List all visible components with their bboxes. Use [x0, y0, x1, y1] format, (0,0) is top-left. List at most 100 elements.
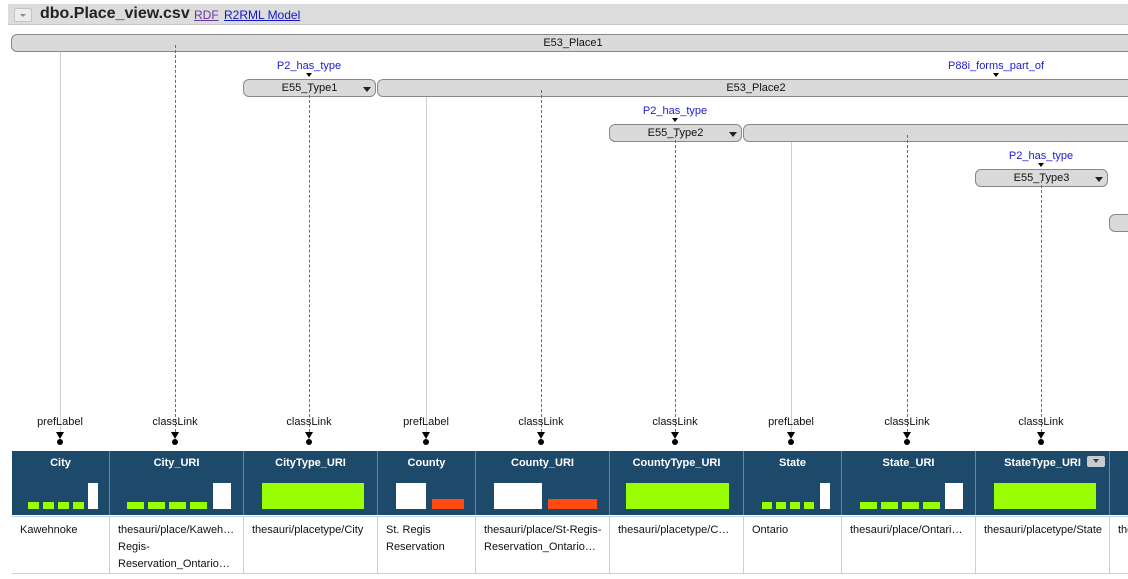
cell-city-uri[interactable]: thesauri/place/Kaweh… Regis- Reservation… [110, 517, 244, 573]
cell-county-uri[interactable]: thesauri/place/St-Regis- Reservation_Ont… [476, 517, 610, 573]
link-dot [172, 439, 178, 445]
node-label: E55_Type3 [1013, 172, 1070, 184]
column-header-state-uri[interactable]: State_URI [842, 451, 976, 515]
property-label-type1[interactable]: P2_has_type [276, 60, 342, 72]
link-arrow [537, 432, 545, 439]
column-menu-icon[interactable] [1087, 456, 1105, 467]
cell-countytype-uri[interactable]: thesauri/placetype/C… [610, 517, 744, 573]
cell-text: the [1118, 524, 1128, 536]
link-dot [1038, 439, 1044, 445]
cell-text: Reservation_Ontario… [484, 541, 596, 553]
node-e53-place1[interactable]: E53_Place1 [11, 34, 1128, 52]
class-link-line [675, 135, 676, 432]
node-e55-type2[interactable]: E55_Type2 [609, 124, 742, 142]
histogram [396, 483, 464, 509]
cell-text: St. Regis [386, 524, 431, 536]
collapse-icon[interactable] [14, 8, 32, 22]
histogram-bar [432, 499, 464, 509]
histogram-bar [994, 483, 1096, 509]
histogram-bar [820, 483, 830, 509]
column-header-county[interactable]: County [378, 451, 476, 515]
column-header-county-uri[interactable]: County_URI [476, 451, 610, 515]
cell-next[interactable]: the [1110, 517, 1128, 573]
cell-text: thesauri/placetype/City [252, 524, 364, 536]
link-arrow [305, 432, 313, 439]
class-link-line [541, 90, 542, 432]
column-header-statetype-uri[interactable]: StateType_URI [976, 451, 1110, 515]
column-name: County [407, 457, 446, 469]
node-e53-place2[interactable]: E53_Place2 [377, 79, 1128, 97]
cell-text: thesauri/place/Kaweh… [118, 524, 235, 536]
worksheet-titlebar: dbo.Place_view.csv RDF R2RML Model [8, 4, 1128, 25]
link-label-statetype-uri[interactable]: classLink [1018, 416, 1064, 428]
link-dot [672, 439, 678, 445]
histogram-bar [860, 502, 877, 509]
node-label: E55_Type2 [647, 127, 704, 139]
link-label-state-uri[interactable]: classLink [884, 416, 930, 428]
column-header-next[interactable] [1110, 451, 1128, 515]
histogram-bar [790, 502, 800, 509]
link-label-county-uri[interactable]: classLink [518, 416, 564, 428]
histogram [262, 483, 364, 509]
histogram-bar [43, 502, 54, 509]
column-header-countytype-uri[interactable]: CountyType_URI [610, 451, 744, 515]
node-label: E53_Place2 [726, 82, 786, 94]
class-link-line [907, 135, 908, 432]
histogram [127, 483, 231, 509]
link-dot [423, 439, 429, 445]
rdf-link[interactable]: RDF [194, 8, 219, 22]
link-dot [904, 439, 910, 445]
property-label-type2[interactable]: P2_has_type [642, 105, 708, 117]
histogram [860, 483, 963, 509]
histogram-bar [762, 502, 772, 509]
r2rml-model-link[interactable]: R2RML Model [224, 8, 301, 22]
node-e53-place3[interactable] [743, 124, 1128, 142]
chevron-down-icon[interactable] [729, 132, 737, 137]
link-dot [538, 439, 544, 445]
cell-text: thesauri/place/Ontari… [850, 524, 963, 536]
link-label-city-uri[interactable]: classLink [152, 416, 198, 428]
link-label-city[interactable]: prefLabel [37, 416, 83, 428]
node-label: E55_Type1 [281, 82, 338, 94]
node-e53-place4[interactable] [1109, 214, 1128, 232]
histogram-bar [396, 483, 426, 509]
histogram-bar [190, 502, 207, 509]
cell-text: Kawehnoke [20, 524, 78, 536]
link-label-countytype-uri[interactable]: classLink [652, 416, 698, 428]
link-arrow [56, 432, 64, 439]
link-label-county[interactable]: prefLabel [403, 416, 449, 428]
cell-citytype-uri[interactable]: thesauri/placetype/City [244, 517, 378, 573]
cell-city[interactable]: Kawehnoke [12, 517, 110, 573]
cell-state-uri[interactable]: thesauri/place/Ontari… [842, 517, 976, 573]
chevron-down-icon[interactable] [1095, 177, 1103, 182]
histogram [494, 483, 597, 509]
histogram [762, 483, 830, 509]
link-label-citytype-uri[interactable]: classLink [286, 416, 332, 428]
property-label-type3[interactable]: P2_has_type [1008, 150, 1074, 162]
column-name: State_URI [882, 457, 935, 469]
histogram-bar [28, 502, 39, 509]
histogram-bar [923, 502, 940, 509]
link-label-state[interactable]: prefLabel [768, 416, 814, 428]
column-header-citytype-uri[interactable]: CityType_URI [244, 451, 378, 515]
column-header-city-uri[interactable]: City_URI [110, 451, 244, 515]
property-arrow [1038, 163, 1044, 167]
worksheet-title: dbo.Place_view.csv [40, 5, 190, 22]
column-name: CityType_URI [275, 457, 346, 469]
cell-county[interactable]: St. Regis Reservation [378, 517, 476, 573]
column-header-city[interactable]: City [12, 451, 110, 515]
histogram-bar [548, 499, 597, 509]
cell-text: Reservation [386, 541, 445, 553]
link-dot [57, 439, 63, 445]
histogram-bar [804, 502, 814, 509]
column-header-state[interactable]: State [744, 451, 842, 515]
column-name: CountyType_URI [632, 457, 721, 469]
property-label-place2[interactable]: P88i_forms_part_of [948, 60, 1044, 72]
histogram-bar [494, 483, 542, 509]
link-arrow [171, 432, 179, 439]
cell-statetype-uri[interactable]: thesauri/placetype/State [976, 517, 1110, 573]
chevron-down-icon[interactable] [363, 87, 371, 92]
pref-label-line [60, 52, 61, 432]
cell-state[interactable]: Ontario [744, 517, 842, 573]
column-name: City [50, 457, 71, 469]
